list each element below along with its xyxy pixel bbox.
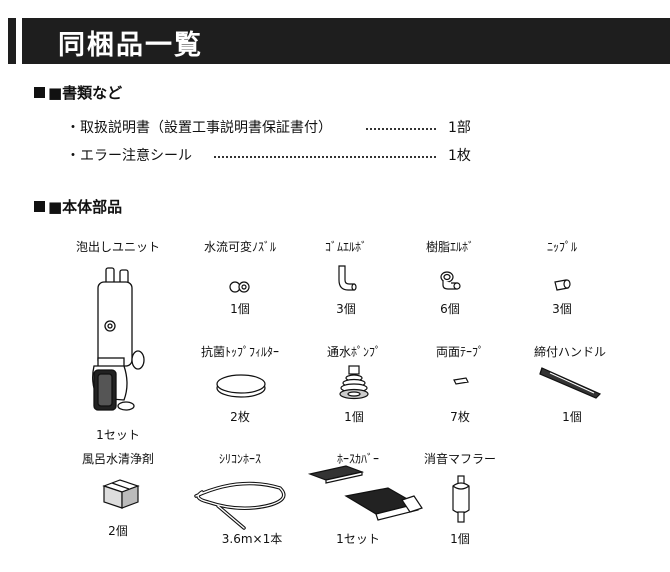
part-qty-double-sided-tape: 7枚 [450, 410, 470, 424]
part-qty-rubber-elbow: 3個 [336, 302, 356, 316]
top-filter-icon [216, 374, 266, 398]
rubber-elbow-icon [338, 265, 357, 291]
double-sided-tape-icon [453, 377, 469, 385]
document-qty-sticker: 1枚 [448, 148, 471, 164]
water-pump-icon [339, 365, 369, 400]
part-label-nipple: ﾆｯﾌﾟﾙ [546, 240, 578, 254]
cleaner-box-icon [102, 479, 140, 509]
parts-heading: ■本体部品 [34, 196, 122, 217]
nozzle-icon [229, 281, 250, 293]
square-bullet-icon [34, 201, 45, 212]
part-qty-top-filter: 2枚 [230, 410, 250, 424]
square-bullet-icon [34, 87, 45, 98]
part-label-muffler: 消音マフラー [423, 452, 497, 466]
document-qty-manual: 1部 [448, 120, 471, 136]
part-qty-hose-cover: 1セット [336, 532, 380, 546]
silicone-hose-icon [194, 481, 286, 530]
documents-heading: ■書類など [34, 82, 122, 103]
part-qty-silicone-hose: 3.6m×1本 [221, 532, 283, 546]
part-label-top-filter: 抗菌ﾄｯﾌﾟﾌｨﾙﾀｰ [200, 345, 280, 359]
part-label-double-sided-tape: 両面ﾃｰﾌﾟ [435, 345, 485, 359]
part-qty-nozzle: 1個 [230, 302, 250, 316]
part-label-cleaner: 風呂水清浄剤 [81, 452, 155, 466]
part-qty-foam-unit: 1セット [96, 428, 140, 442]
part-label-hose-cover: ﾎｰｽｶﾊﾞｰ [336, 452, 380, 466]
part-label-resin-elbow: 樹脂ｴﾙﾎﾞ [425, 240, 475, 254]
part-qty-nipple: 3個 [552, 302, 572, 316]
muffler-icon [452, 475, 470, 523]
resin-elbow-icon [440, 271, 461, 290]
document-item-manual: ・取扱説明書（設置工事説明書保証書付） [66, 120, 332, 136]
page-title: 同梱品一覧 [58, 30, 203, 61]
leader-dots [366, 128, 436, 130]
hose-cover-icon [307, 465, 423, 521]
part-label-tightening-handle: 締付ハンドル [533, 345, 607, 359]
title-banner: 同梱品一覧 [8, 18, 670, 64]
document-item-sticker: ・エラー注意シール [66, 148, 192, 164]
part-label-foam-unit: 泡出しユニット [75, 240, 161, 254]
tightening-handle-icon [539, 367, 602, 399]
part-qty-muffler: 1個 [450, 532, 470, 546]
part-qty-tightening-handle: 1個 [562, 410, 582, 424]
part-label-rubber-elbow: ｺﾞﾑｴﾙﾎﾞ [324, 240, 368, 254]
foam-unit-icon [92, 267, 145, 411]
banner-accent-bar [16, 18, 22, 64]
part-qty-cleaner: 2個 [108, 524, 128, 538]
part-label-silicone-hose: ｼﾘｺﾝﾎｰｽ [218, 452, 262, 466]
part-qty-resin-elbow: 6個 [440, 302, 460, 316]
nipple-icon [554, 279, 571, 291]
part-label-nozzle: 水流可変ﾉｽﾞﾙ [203, 240, 277, 254]
part-label-water-pump: 通水ﾎﾟﾝﾌﾟ [326, 345, 382, 359]
part-qty-water-pump: 1個 [344, 410, 364, 424]
leader-dots [214, 156, 436, 158]
